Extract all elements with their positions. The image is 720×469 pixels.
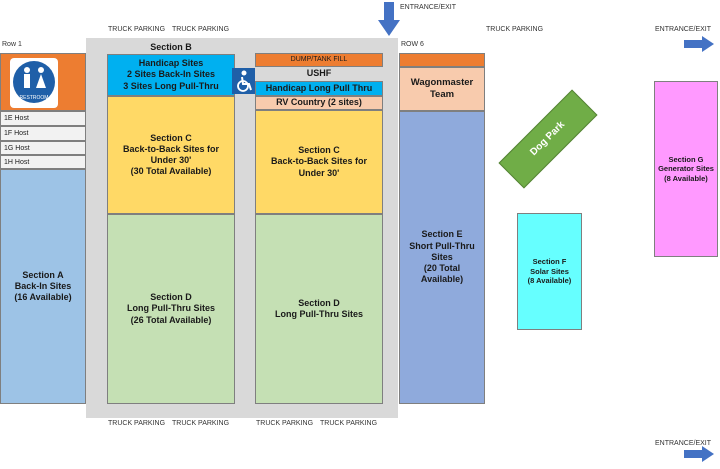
section-c-left-title: Section C [150,132,192,143]
entrance-exit-label-right: ENTRANCE/EXIT [655,26,712,33]
section-c-left-line4: (30 Total Available) [130,166,212,177]
section-d-right-line2: Long Pull-Thru Sites [275,309,363,319]
row1-label: Row 1 [2,41,22,48]
section-d-left: Section D Long Pull-Thru Sites (26 Total… [107,214,235,404]
wagonmaster-line2: Team [429,89,455,100]
wagonmaster-line1: Wagonmaster [410,77,474,89]
truck-parking-label-top-1: TRUCK PARKING [108,26,166,33]
section-a-title: Section A [22,269,64,280]
wheelchair-icon [232,68,256,94]
restroom-block: RESTROOM [0,53,86,111]
section-e-line5: Available) [420,274,464,285]
row6-label: ROW 6 [401,41,424,48]
section-e-title: Section E [421,229,463,240]
truck-parking-label-bottom-1: TRUCK PARKING [108,420,166,427]
section-g-line2: Generator Sites [658,164,714,174]
restroom-icon: RESTROOM [10,58,58,108]
section-a-line2: Back-In Sites [14,280,72,291]
section-d-right: Section D Long Pull-Thru Sites [255,214,383,404]
section-a-line3: (16 Available) [14,292,72,303]
section-g: Section G Generator Sites (8 Available) [654,81,718,257]
entrance-exit-label-top: ENTRANCE/EXIT [400,4,457,11]
restroom-text: RESTROOM [20,95,49,101]
section-b-title: Section B [107,42,235,54]
truck-parking-label-bottom-4: TRUCK PARKING [320,420,378,427]
section-c-right-line2: Back-to-Back Sites for [270,156,368,167]
section-c-right: Section C Back-to-Back Sites for Under 3… [255,110,383,214]
row6-orange-strip [399,53,485,67]
section-c-right-title: Section C [298,145,340,156]
section-f: Section F Solar Sites (8 Available) [517,213,582,330]
handicap-long-pull-thru: Handicap Long Pull Thru [255,81,383,96]
host-1f: 1F Host [0,126,86,141]
truck-parking-label-bottom-2: TRUCK PARKING [172,420,230,427]
section-b-line1: Handicap Sites [138,58,204,69]
dog-park: Dog Park [498,89,598,189]
host-1h: 1H Host [0,155,86,169]
section-d-right-title: Section D [298,297,340,308]
host-1g: 1G Host [0,141,86,155]
section-f-title: Section F [532,257,567,267]
section-c-left: Section C Back-to-Back Sites for Under 3… [107,96,235,214]
section-a: Section A Back-In Sites (16 Available) [0,169,86,404]
ushf-label: USHF [255,67,383,81]
section-c-right-line3: Under 30' [298,167,340,178]
section-e-line3: Sites [431,251,453,262]
wagonmaster-team: Wagonmaster Team [399,67,485,111]
section-g-title: Section G [668,154,704,164]
section-b-line3: 3 Sites Long Pull-Thru [123,80,219,91]
right-arrow-icon [684,36,714,52]
section-d-left-line2: Long Pull-Thru Sites [127,303,215,314]
down-arrow-icon [378,2,400,36]
dump-tank-fill: DUMP/TANK FILL [255,53,383,67]
section-c-left-line2: Back-to-Back Sites for [122,143,220,154]
section-c-left-line3: Under 30' [150,155,192,165]
section-e: Section E Short Pull-Thru Sites (20 Tota… [399,111,485,404]
section-g-line3: (8 Available) [664,173,708,183]
section-d-left-title: Section D [150,292,192,303]
truck-parking-label-top-2: TRUCK PARKING [172,26,230,33]
rv-country: RV Country (2 sites) [255,96,383,110]
right-arrow-icon-bottom [684,446,714,462]
section-f-line3: (8 Available) [527,276,572,286]
host-1e: 1E Host [0,111,86,126]
truck-parking-label-top-3: TRUCK PARKING [486,26,544,33]
section-f-line2: Solar Sites [530,266,569,276]
section-e-line4: (20 Total [423,263,461,274]
section-e-line2: Short Pull-Thru [409,240,475,251]
entrance-exit-label-bottom: ENTRANCE/EXIT [655,440,712,447]
truck-parking-label-bottom-3: TRUCK PARKING [256,420,314,427]
section-d-left-line3: (26 Total Available) [130,314,212,325]
section-b-line2: 2 Sites Back-In Sites [126,69,216,80]
section-b-block: Handicap Sites 2 Sites Back-In Sites 3 S… [107,54,235,96]
